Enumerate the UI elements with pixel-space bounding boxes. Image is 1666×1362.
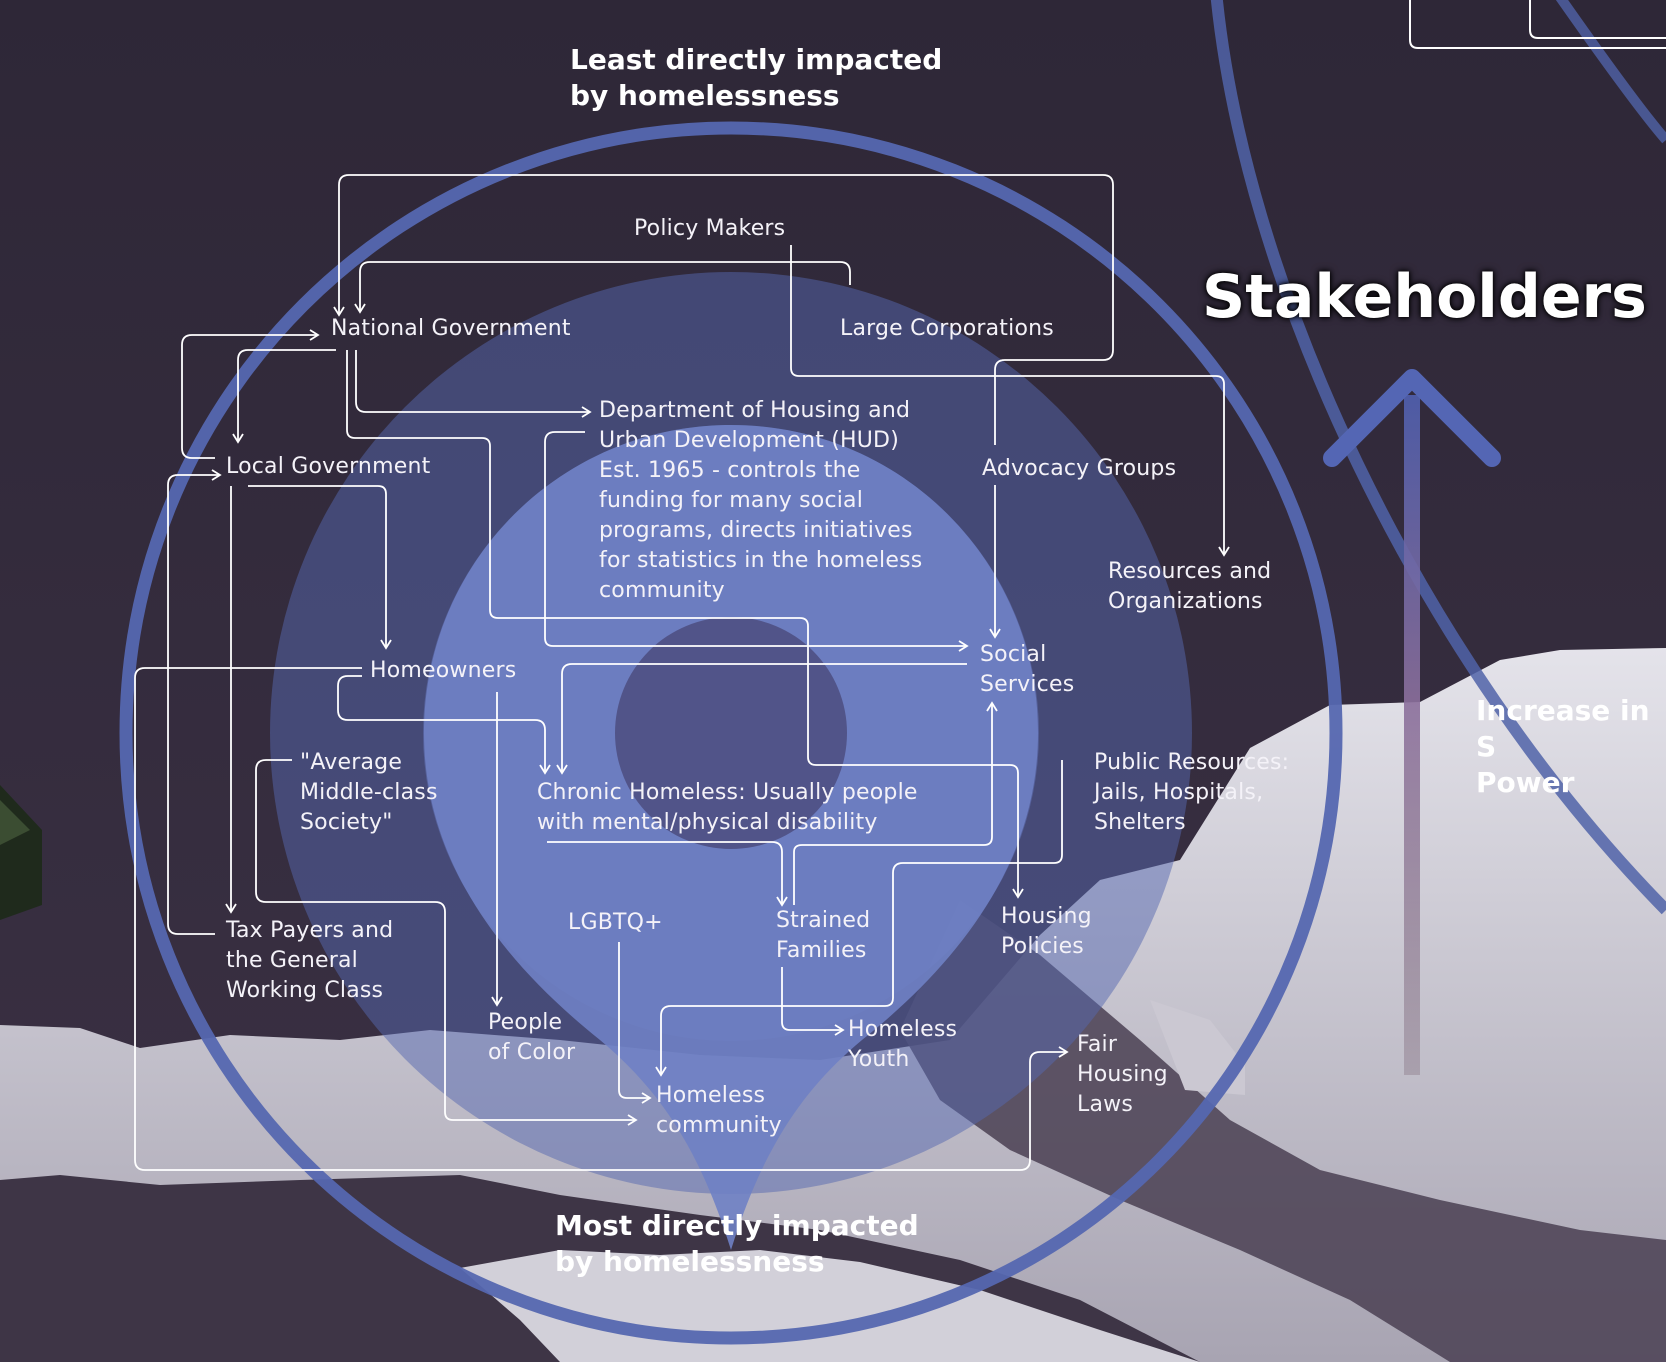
node-middle-class: "Average Middle-class Society" (300, 750, 438, 835)
snow-ledge (1150, 1000, 1245, 1095)
node-local-government: Local Government (226, 454, 431, 479)
page-title: Stakeholders (1202, 262, 1647, 332)
node-social-services: Social Services (980, 642, 1075, 697)
node-strained-families: Strained Families (776, 908, 871, 963)
node-homeless-community: Homeless community (656, 1083, 782, 1138)
node-large-corporations: Large Corporations (840, 316, 1054, 341)
node-tax-payers: Tax Payers and the General Working Class (226, 918, 394, 1003)
node-hud: Department of Housing and Urban Developm… (599, 398, 923, 603)
node-policy-makers: Policy Makers (634, 216, 786, 241)
top-label: Least directly impacted by homelessness (570, 43, 943, 112)
node-fair-housing-laws: Fair Housing Laws (1077, 1032, 1168, 1117)
node-housing-policies: Housing Policies (1001, 904, 1092, 959)
node-advocacy-groups: Advocacy Groups (982, 456, 1177, 481)
power-label: Increase in S Power (1476, 694, 1650, 799)
node-public-resources: Public Resources: Jails, Hospitals, Shel… (1094, 750, 1290, 835)
node-people-of-color: People of Color (488, 1010, 576, 1065)
green-block-top (0, 800, 30, 845)
bottom-label: Most directly impacted by homelessness (555, 1209, 919, 1278)
corner-box-outer (1409, 0, 1666, 49)
node-chronic-homeless: Chronic Homeless: Usually people with me… (537, 780, 918, 835)
node-resources-organizations: Resources and Organizations (1108, 559, 1272, 614)
node-homeless-youth: Homeless Youth (848, 1017, 958, 1072)
node-lgbtq: LGBTQ+ (568, 910, 663, 935)
up-arrow-icon (1323, 369, 1501, 1075)
corner-box-inner (1529, 0, 1666, 39)
node-national-government: National Government (331, 316, 571, 341)
large-orbit-arc (1210, 0, 1666, 915)
node-homeowners: Homeowners (370, 658, 517, 683)
small-orbit-arc (1555, 0, 1666, 144)
